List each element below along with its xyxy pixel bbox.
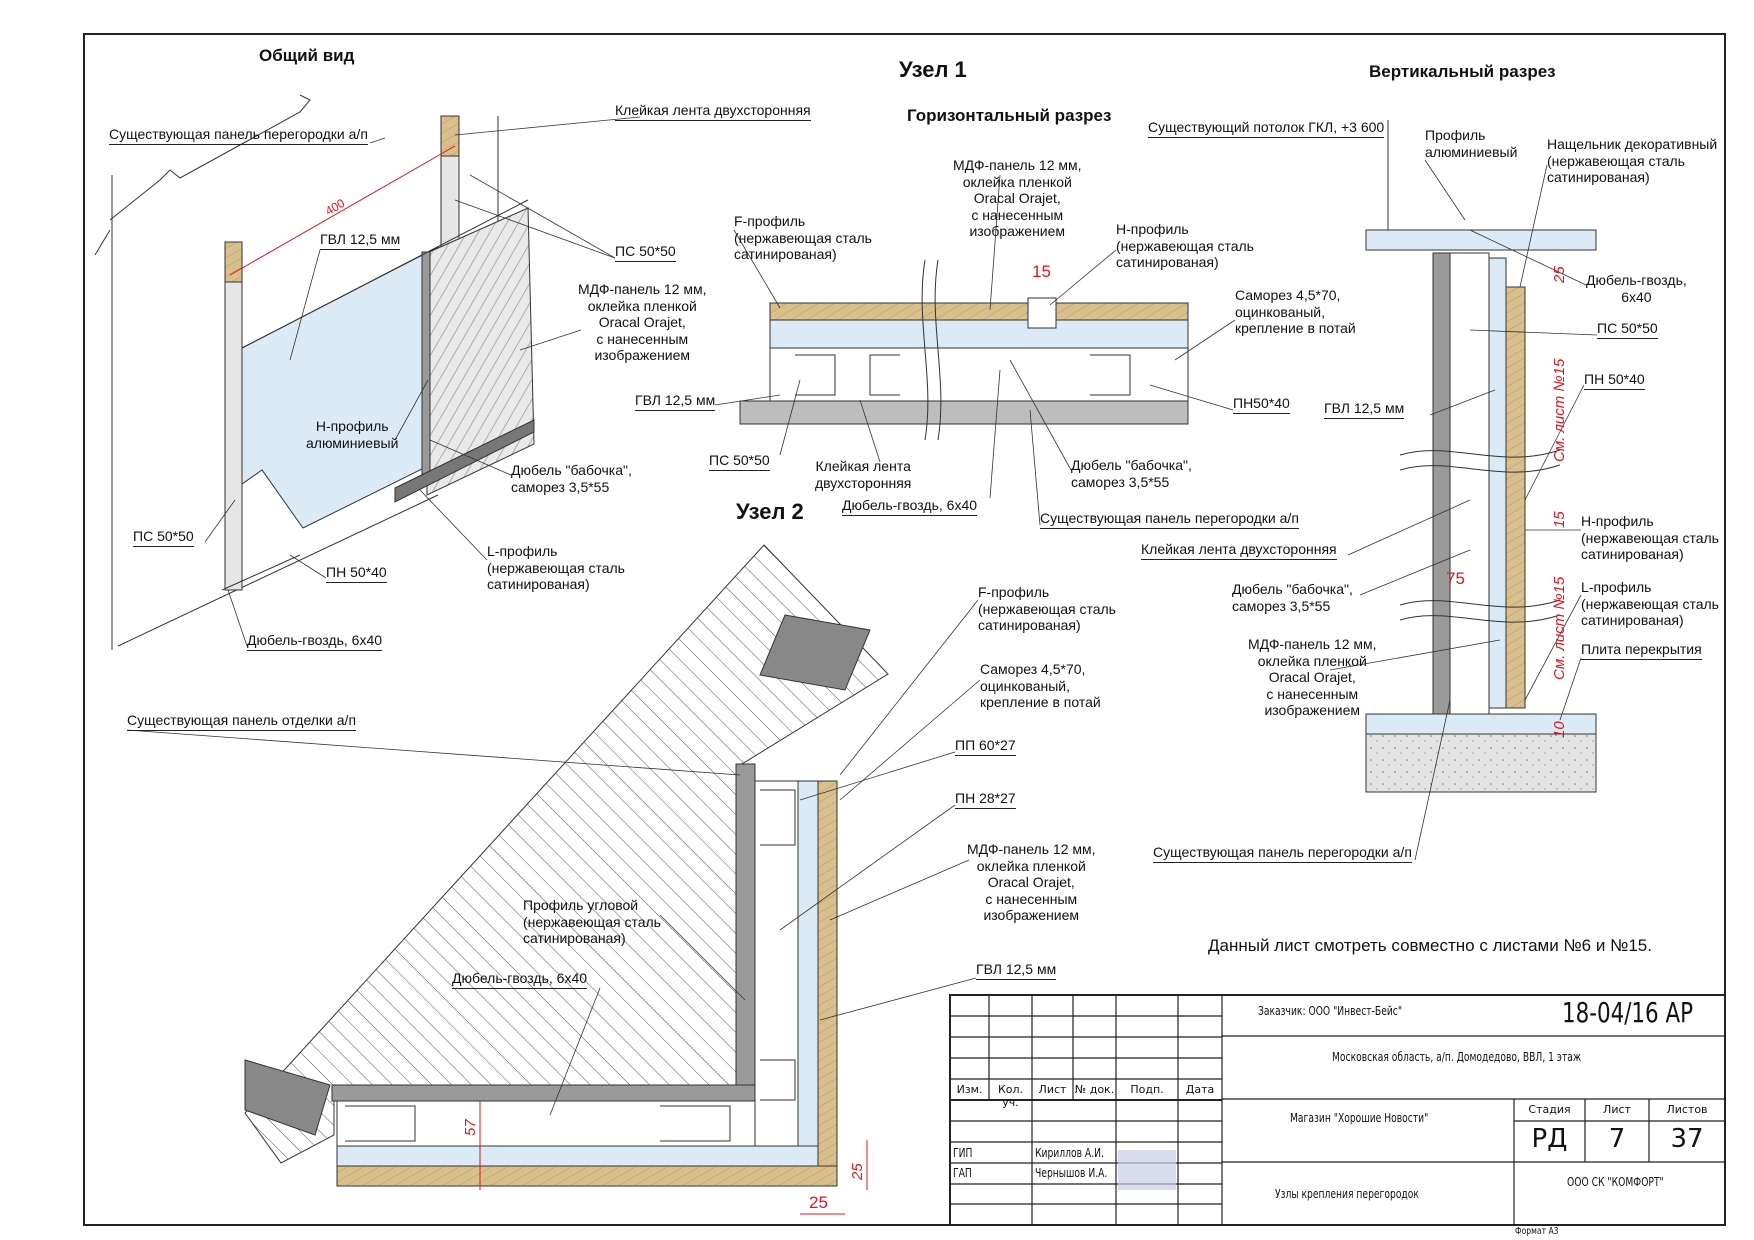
label-ps-left: ПС 50*50 (133, 528, 194, 547)
node2-drawing (244, 544, 889, 1187)
label-ps-right: ПС 50*50 (615, 243, 676, 262)
node2-title: Узел 2 (736, 499, 804, 524)
node2-label-f-profile: F-профиль (нержавеющая сталь сатинирован… (978, 584, 1116, 633)
node2-label-existing-finish: Существующая панель отделки а/п (127, 712, 357, 731)
vs-label-dowel: Дюбель-гвоздь, 6х40 (1586, 272, 1687, 305)
vs-label-trim: Нащельник декоративный (нержавеющая стал… (1547, 136, 1718, 185)
signature-blurred (1118, 1150, 1176, 1190)
dimension-line-400 (229, 145, 456, 276)
node2-label-dowel: Дюбель-гвоздь, 6х40 (452, 970, 588, 989)
node2-label-gvl: ГВЛ 12,5 мм (976, 961, 1057, 980)
node1-label-h-profile: Н-профиль (нержавеющая сталь сатинирован… (1116, 221, 1254, 270)
label-dowel: Дюбель-гвоздь, 6х40 (247, 632, 383, 651)
vs-label-existing-panel: Существующая панель перегородки а/п (1153, 844, 1412, 863)
tb-sheets-label: Листов (1666, 1103, 1708, 1116)
tb-name-gap: Чернышов И.А. (1035, 1166, 1108, 1180)
tb-sheets: 37 (1670, 1124, 1704, 1154)
vs-dimension-15: 15 (1551, 511, 1568, 528)
tb-address: Московская область, а/п. Домодедово, ВВЛ… (1332, 1050, 1582, 1064)
general-view-title: Общий вид (259, 46, 355, 65)
vs-dimension-25: 25 (1551, 266, 1568, 283)
node2-label-mdf: МДФ-панель 12 мм, оклейка пленкой Oracal… (967, 841, 1096, 923)
vs-label-mdf: МДФ-панель 12 мм, оклейка пленкой Oracal… (1248, 636, 1377, 718)
vertical-section-drawing (1365, 120, 1597, 793)
node2-dimension-25-vertical: 25 (849, 1163, 866, 1180)
vs-label-gvl: ГВЛ 12,5 мм (1324, 400, 1405, 419)
tb-sheet-title: Узлы крепления перегородок (1275, 1187, 1419, 1201)
vs-label-l-profile: L-профиль (нержавеющая сталь сатинирован… (1581, 579, 1719, 628)
node1-label-pn: ПН50*40 (1233, 395, 1290, 414)
tb-header-doc: № док. (1074, 1083, 1115, 1096)
node1-label-butterfly: Дюбель "бабочка", саморез 3,5*55 (1071, 457, 1192, 490)
label-gvl: ГВЛ 12,5 мм (320, 231, 401, 250)
label-tape: Клейкая лента двухсторонняя (615, 102, 811, 121)
leader-lines (126, 116, 1598, 1116)
tb-code: 18-04/16 АР (1562, 996, 1694, 1029)
title-block-grid (949, 994, 1726, 1226)
label-butterfly: Дюбель "бабочка", саморез 3,5*55 (511, 462, 632, 495)
node1-subtitle: Горизонтальный разрез (907, 106, 1112, 125)
tb-sheet: 7 (1608, 1124, 1626, 1154)
vs-label-slab: Плита перекрытия (1581, 641, 1702, 660)
node1-label-mdf: МДФ-панель 12 мм, оклейка пленкой Oracal… (953, 157, 1082, 239)
node1-label-gvl: ГВЛ 12,5 мм (635, 392, 716, 411)
node1-label-f-profile: F-профиль (нержавеющая сталь сатинирован… (734, 213, 872, 262)
sheet-note: Данный лист смотреть совместно с листами… (1208, 936, 1652, 955)
tb-object: Магазин "Хорошие Новости" (1290, 1111, 1429, 1125)
label-h-profile: Н-профиль алюминиевый (306, 418, 399, 451)
vs-label-tape: Клейкая лента двухсторонняя (1141, 541, 1337, 560)
tb-stage: РД (1531, 1124, 1568, 1154)
tb-header-date: Дата (1185, 1083, 1215, 1096)
tb-role-gap: ГАП (953, 1166, 972, 1180)
vs-label-al-profile: Профиль алюминиевый (1425, 127, 1518, 160)
tb-header-sign: Подп. (1130, 1083, 1164, 1096)
vs-label-ps: ПС 50*50 (1597, 320, 1658, 339)
tb-stage-label: Стадия (1528, 1103, 1571, 1116)
vs-label-h-profile: Н-профиль (нержавеющая сталь сатинирован… (1581, 513, 1719, 562)
node1-label-dowel: Дюбель-гвоздь, 6х40 (842, 497, 978, 516)
node2-label-corner: Профиль угловой (нержавеющая сталь сатин… (523, 897, 661, 946)
vs-ref-top: См. лист №15 (1551, 358, 1568, 462)
node2-dimension-57: 57 (462, 1119, 479, 1136)
tb-header-kol: Кол. уч. (997, 1083, 1024, 1109)
node1-label-screw: Саморез 4,5*70, оцинкованый, крепление в… (1235, 287, 1356, 336)
general-view-drawing (94, 94, 535, 650)
tb-format: Формат А3 (1515, 1226, 1559, 1237)
vs-dimension-75: 75 (1446, 569, 1465, 588)
tb-header-list: Лист (1038, 1083, 1067, 1096)
vs-label-butterfly: Дюбель "бабочка", саморез 3,5*55 (1232, 581, 1353, 614)
node2-label-pn: ПН 28*27 (955, 790, 1016, 809)
vs-label-pn: ПН 50*40 (1584, 371, 1645, 390)
tb-company: ООО СК "КОМФОРТ" (1567, 1175, 1664, 1189)
node1-drawing (739, 259, 1189, 441)
vs-ref-bottom: См. лист №15 (1551, 576, 1568, 680)
vs-dimension-10: 10 (1551, 721, 1568, 738)
label-existing-panel: Существующая панель перегородки а/п (109, 126, 368, 145)
label-pn: ПН 50*40 (326, 564, 387, 583)
node2-label-pp: ПП 60*27 (955, 737, 1016, 756)
node2-dimension-25-horizontal: 25 (809, 1193, 828, 1212)
node1-title: Узел 1 (899, 57, 967, 82)
tb-role-gip: ГИП (953, 1146, 973, 1160)
node1-label-tape: Клейкая лента двухсторонняя (815, 458, 912, 491)
node1-dimension-15: 15 (1032, 262, 1051, 281)
node2-label-screw: Саморез 4,5*70, оцинкованый, крепление в… (980, 661, 1101, 710)
node1-label-ps: ПС 50*50 (709, 452, 770, 471)
node1-label-existing-panel: Существующая панель перегородки а/п (1040, 510, 1299, 529)
label-l-profile: L-профиль (нержавеющая сталь сатинирован… (487, 543, 625, 592)
tb-sheet-label: Лист (1603, 1103, 1631, 1116)
vs-label-ceiling: Существующий потолок ГКЛ, +3 600 (1148, 119, 1385, 138)
label-mdf: МДФ-панель 12 мм, оклейка пленкой Oracal… (578, 281, 707, 363)
tb-name-gip: Кириллов А.И. (1035, 1146, 1104, 1160)
sheet-frame (83, 33, 1726, 1226)
tb-customer: Заказчик: ООО "Инвест-Бейс" (1258, 1004, 1403, 1018)
vertical-section-title: Вертикальный разрез (1369, 62, 1556, 81)
tb-header-izm: Изм. (956, 1083, 983, 1096)
